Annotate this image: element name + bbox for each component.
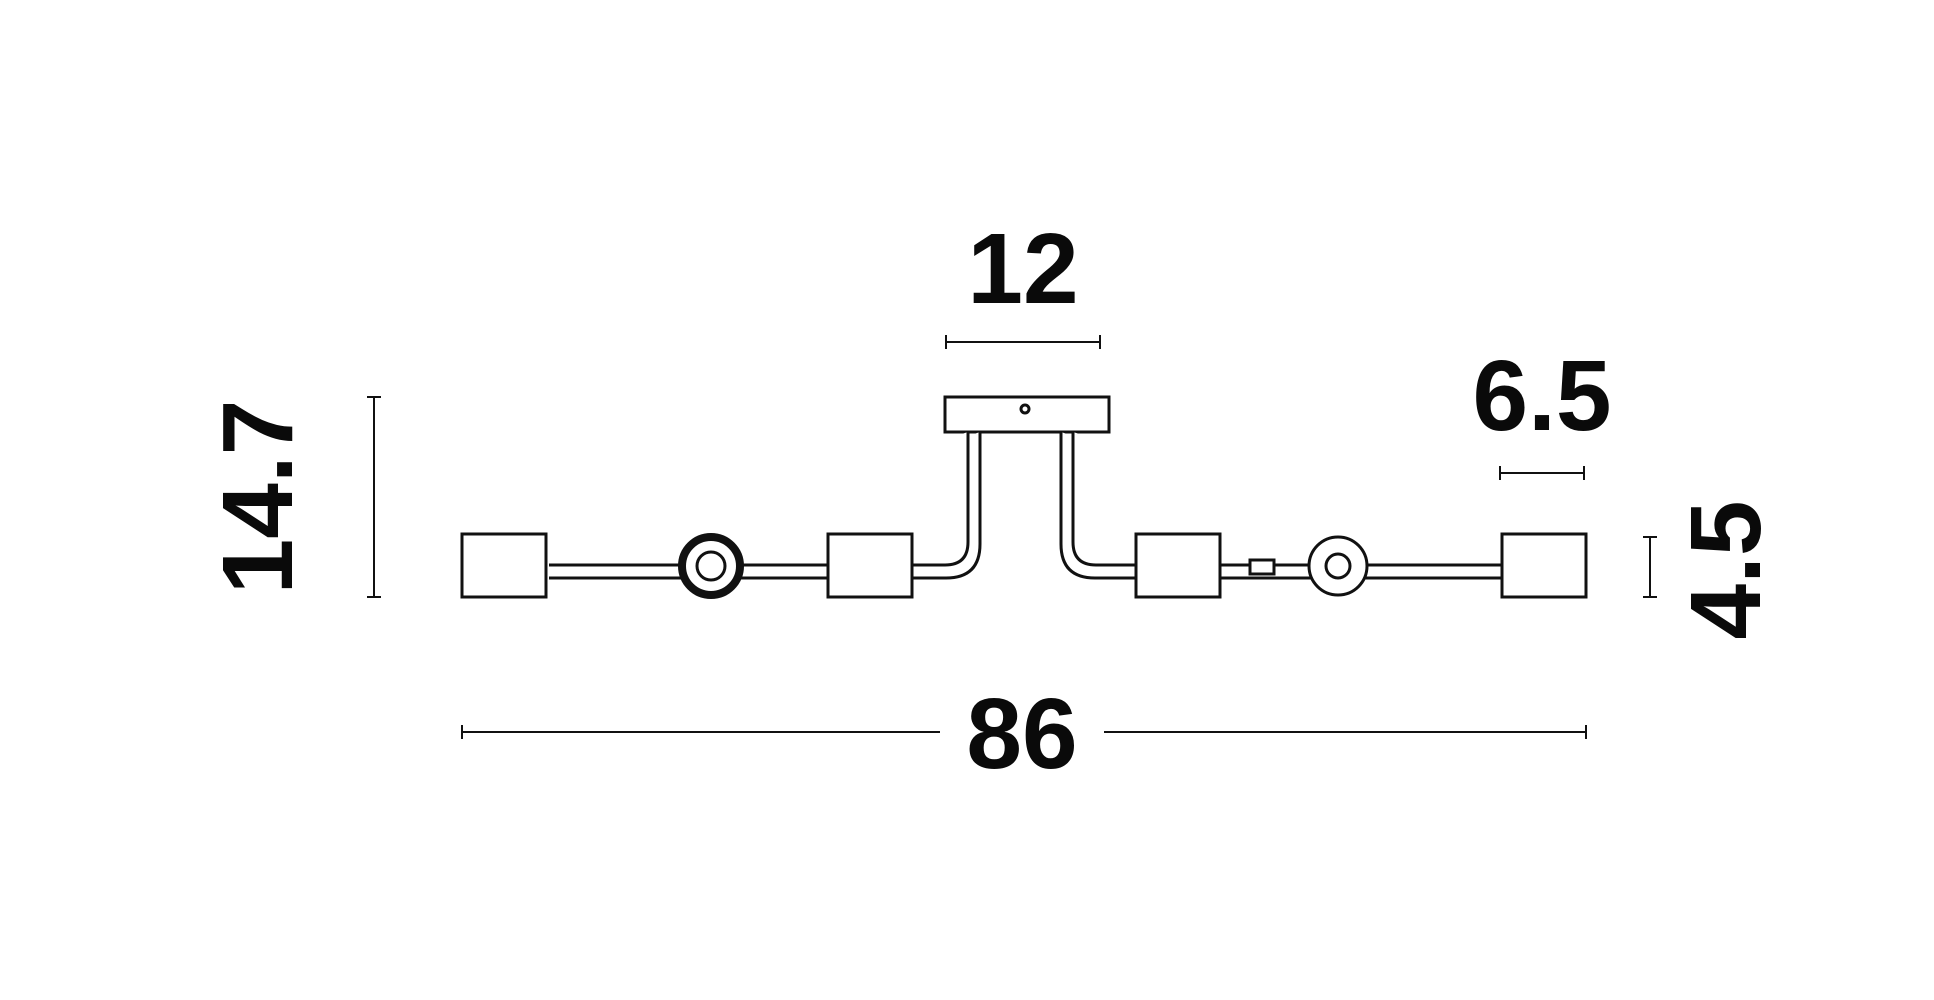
label-shade-width: 6.5	[1472, 340, 1611, 452]
light-fixture	[460, 395, 1588, 599]
left-arm	[549, 432, 982, 580]
dimension-lines	[367, 335, 1657, 739]
right-arm	[1059, 432, 1502, 580]
label-shade-height: 4.5	[1670, 500, 1782, 639]
socket-right-inner	[1324, 552, 1352, 580]
label-total-height: 14.7	[202, 400, 314, 595]
ceiling-canopy	[943, 395, 1111, 434]
shade-far-left	[460, 532, 548, 599]
label-mount-width: 12	[967, 213, 1078, 325]
canopy-screw	[1019, 403, 1031, 415]
shade-inner-left	[826, 532, 914, 599]
socket-left-inner	[695, 550, 727, 582]
shade-far-right	[1500, 532, 1588, 599]
arm-joint	[1248, 558, 1276, 576]
shade-inner-right	[1134, 532, 1222, 599]
label-total-width: 86	[966, 678, 1077, 790]
